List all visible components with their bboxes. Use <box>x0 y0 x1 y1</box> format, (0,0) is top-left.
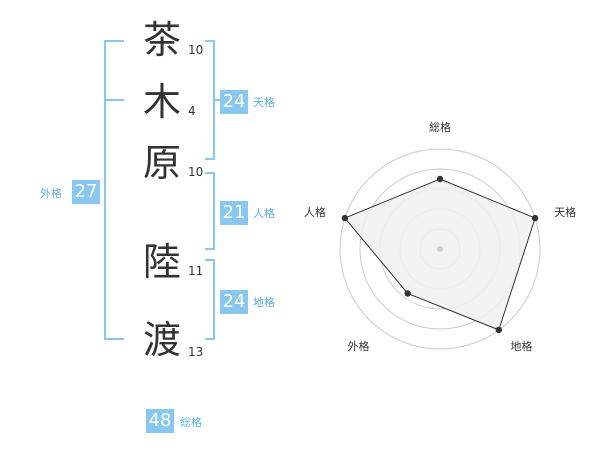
tenkaku-score-badge: 24 <box>220 90 248 114</box>
radar-axis-label-4: 外格 <box>347 339 369 353</box>
chikaku-label: 地格 <box>253 296 275 309</box>
radar-axis-label-3: 地格 <box>511 339 533 353</box>
stroke-count-2: 4 <box>188 104 196 118</box>
radar-point-1 <box>436 175 444 183</box>
soukaku-score-badge: 48 <box>146 409 174 433</box>
radar-center-dot <box>437 246 443 252</box>
radar-series-polygon <box>344 178 536 331</box>
radar-point-2 <box>531 214 539 222</box>
gaikaku-bracket-tick <box>104 99 124 101</box>
stroke-count-3: 10 <box>188 165 204 179</box>
name-char-1: 茶 <box>142 18 181 62</box>
name-char-4: 陸 <box>142 240 181 284</box>
radar-point-5 <box>341 214 349 222</box>
radar-axis-label-1: 総格 <box>429 120 451 134</box>
name-char-2: 木 <box>142 80 181 124</box>
soukaku-label: 総格 <box>180 416 202 429</box>
radar-grid-ring-1 <box>339 148 541 350</box>
gaikaku-label: 外格 <box>40 187 62 200</box>
chikaku-score-badge: 24 <box>220 290 248 314</box>
tenkaku-label: 天格 <box>253 96 275 109</box>
name-char-5: 渡 <box>142 318 181 362</box>
gaikaku-score-badge: 27 <box>72 180 100 204</box>
jinkaku-label: 人格 <box>253 207 275 220</box>
name-char-3: 原 <box>142 141 181 185</box>
stroke-count-1: 10 <box>188 43 204 57</box>
tenkaku-bracket <box>205 40 215 160</box>
tenkaku-bracket-tick <box>215 99 223 101</box>
jinkaku-score-badge: 21 <box>220 201 248 225</box>
stroke-count-5: 13 <box>188 345 204 359</box>
radar-point-4 <box>404 290 411 297</box>
stroke-count-4: 11 <box>188 264 204 278</box>
gaikaku-bracket <box>104 40 124 340</box>
radar-axis-label-5: 人格 <box>304 205 326 219</box>
chikaku-bracket <box>205 259 215 340</box>
radar-axis-label-2: 天格 <box>554 205 576 219</box>
jinkaku-bracket <box>205 172 215 250</box>
radar-point-3 <box>495 326 502 334</box>
